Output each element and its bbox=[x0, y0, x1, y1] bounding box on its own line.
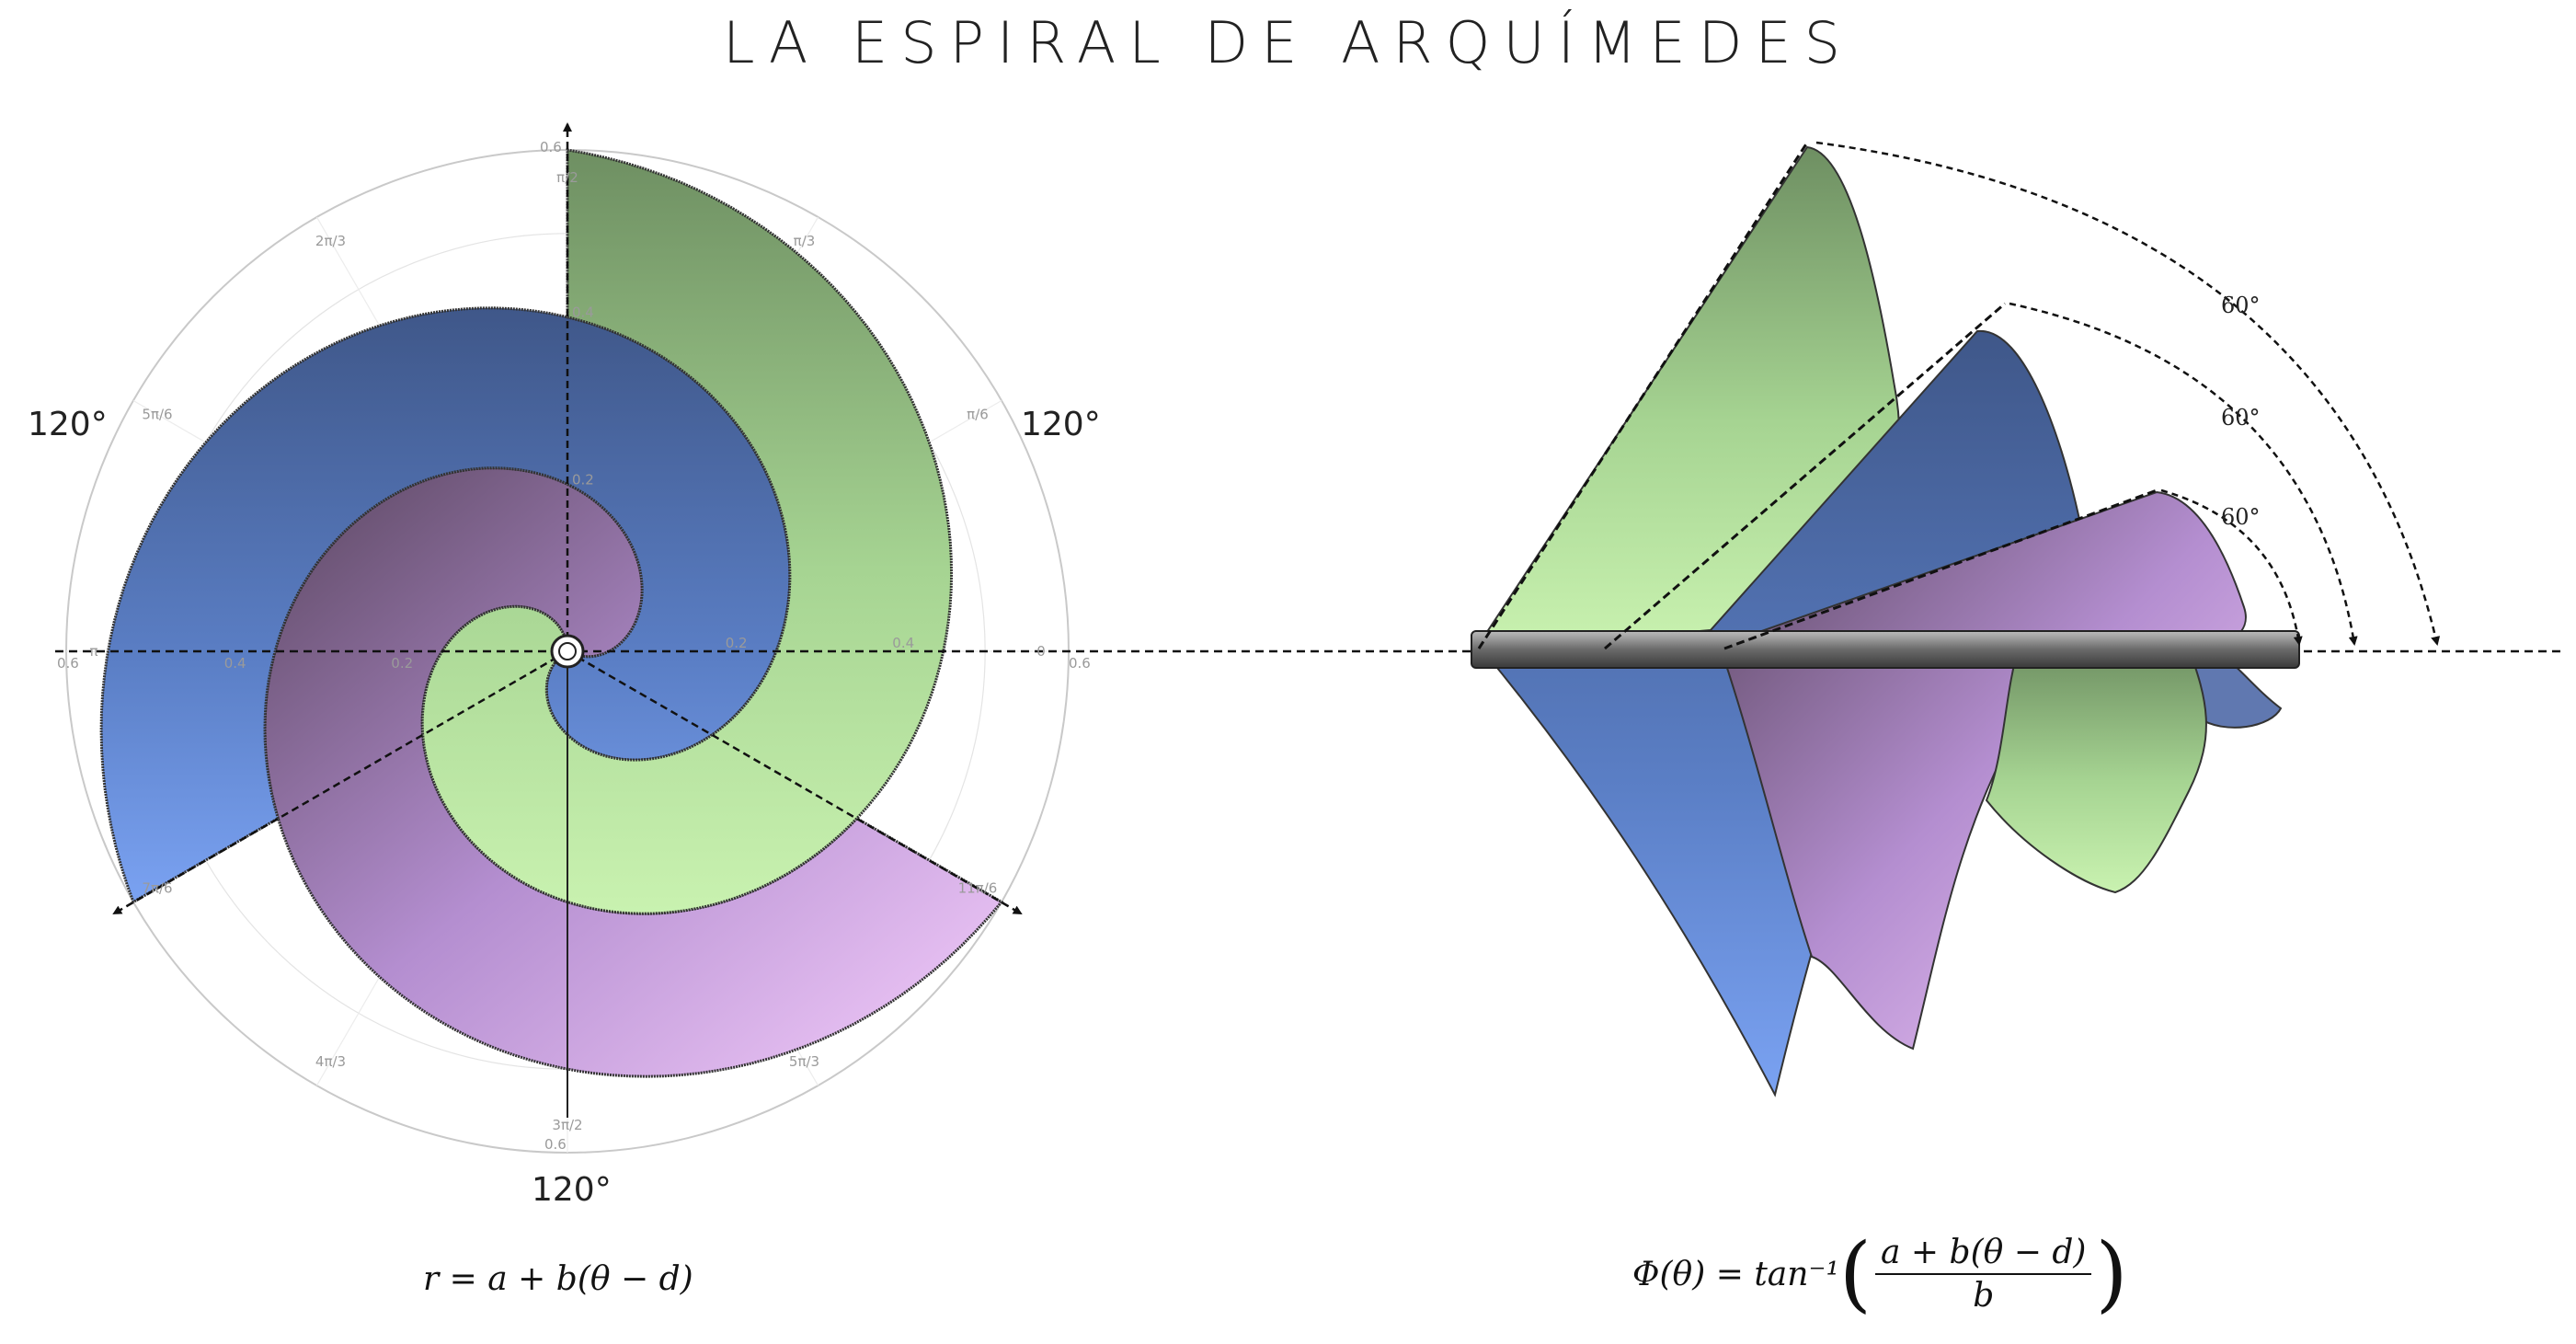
angle-arc-3 bbox=[2160, 488, 2303, 646]
sector-angle-label-right: 120° bbox=[1021, 406, 1101, 443]
angle-tick-label: 11π/6 bbox=[958, 880, 998, 897]
angle-arc-1 bbox=[1815, 141, 2441, 646]
angle-tick-label: π/3 bbox=[794, 233, 816, 249]
angle-label-1: 60° bbox=[2221, 293, 2261, 318]
sector-angle-label-left: 120° bbox=[28, 406, 108, 443]
angle-label-2: 60° bbox=[2221, 405, 2261, 431]
helicoid-axis-rod bbox=[1471, 630, 2300, 669]
radius-tick-label: 0.6 bbox=[57, 655, 79, 672]
paren-close: ) bbox=[2095, 1225, 2128, 1322]
dashed-ray-left bbox=[112, 649, 568, 915]
angle-tick-label: π bbox=[89, 643, 97, 660]
angle-label-3: 60° bbox=[2221, 504, 2261, 530]
sector-angle-label-bottom: 120° bbox=[532, 1171, 612, 1209]
formula-fraction: a + b(θ − d) b bbox=[1875, 1234, 2092, 1315]
angle-tick-label: 2π/3 bbox=[315, 233, 346, 249]
angle-arc-2 bbox=[2009, 302, 2358, 646]
radius-tick-label: 0.2 bbox=[572, 471, 594, 488]
formula-numerator: a + b(θ − d) bbox=[1875, 1234, 2092, 1275]
angle-tick-label: 0 bbox=[1036, 643, 1046, 660]
angle-tick-label: π/6 bbox=[967, 407, 989, 423]
angle-tick-label: 7π/6 bbox=[142, 880, 172, 897]
polar-spiral-diagram: 0 π/6 π/3 π/2 2π/3 5π/6 π 7π/6 4π/3 3π/2 5π/3 11π/6… bbox=[28, 122, 2566, 1209]
formula-polar: r = a + b(θ − d) bbox=[423, 1260, 693, 1298]
spiral-arm-green bbox=[420, 148, 954, 915]
angle-tick-label: 5π/6 bbox=[142, 407, 172, 423]
generator-line-2 bbox=[1604, 302, 2006, 650]
generator-line-1 bbox=[1477, 142, 1809, 649]
angle-tick-label: 4π/3 bbox=[315, 1053, 346, 1070]
dashed-ray-right bbox=[567, 649, 1023, 915]
green-lower-lobe bbox=[1985, 645, 2207, 894]
radius-tick-label: 0.6 bbox=[544, 1136, 567, 1153]
origin-marker bbox=[558, 642, 577, 661]
page-title: LA ESPIRAL DE ARQUÍMEDES bbox=[722, 9, 1854, 76]
spiral-arms bbox=[99, 148, 1004, 1078]
formula-denominator: b bbox=[1973, 1277, 1995, 1315]
radius-tick-label: 0.6 bbox=[1069, 655, 1091, 672]
angle-tick-label: 3π/2 bbox=[552, 1117, 582, 1133]
formula-prefix: Φ(θ) = tan⁻¹ bbox=[1632, 1255, 1839, 1293]
polar-labels: 0 π/6 π/3 π/2 2π/3 5π/6 π 7π/6 4π/3 3π/2 5π/3 11π/6… bbox=[57, 139, 1091, 1153]
radius-tick-label: 0.6 bbox=[540, 139, 562, 155]
helicoid-diagram: 60° 60° 60° bbox=[1471, 141, 2441, 1097]
polar-axes bbox=[55, 122, 2566, 1118]
radius-tick-label: 0.2 bbox=[391, 655, 413, 672]
formula-helicoid: Φ(θ) = tan⁻¹ ( a + b(θ − d) b ) bbox=[1632, 1233, 2128, 1315]
angle-tick-label: 5π/3 bbox=[789, 1053, 819, 1070]
radius-tick-label: 0.2 bbox=[726, 635, 748, 651]
angle-tick-label: π/2 bbox=[556, 169, 578, 186]
radius-tick-label: 0.4 bbox=[572, 304, 594, 321]
radius-tick-label: 0.4 bbox=[892, 635, 914, 651]
paren-open: ( bbox=[1838, 1225, 1872, 1322]
radius-tick-label: 0.4 bbox=[224, 655, 246, 672]
